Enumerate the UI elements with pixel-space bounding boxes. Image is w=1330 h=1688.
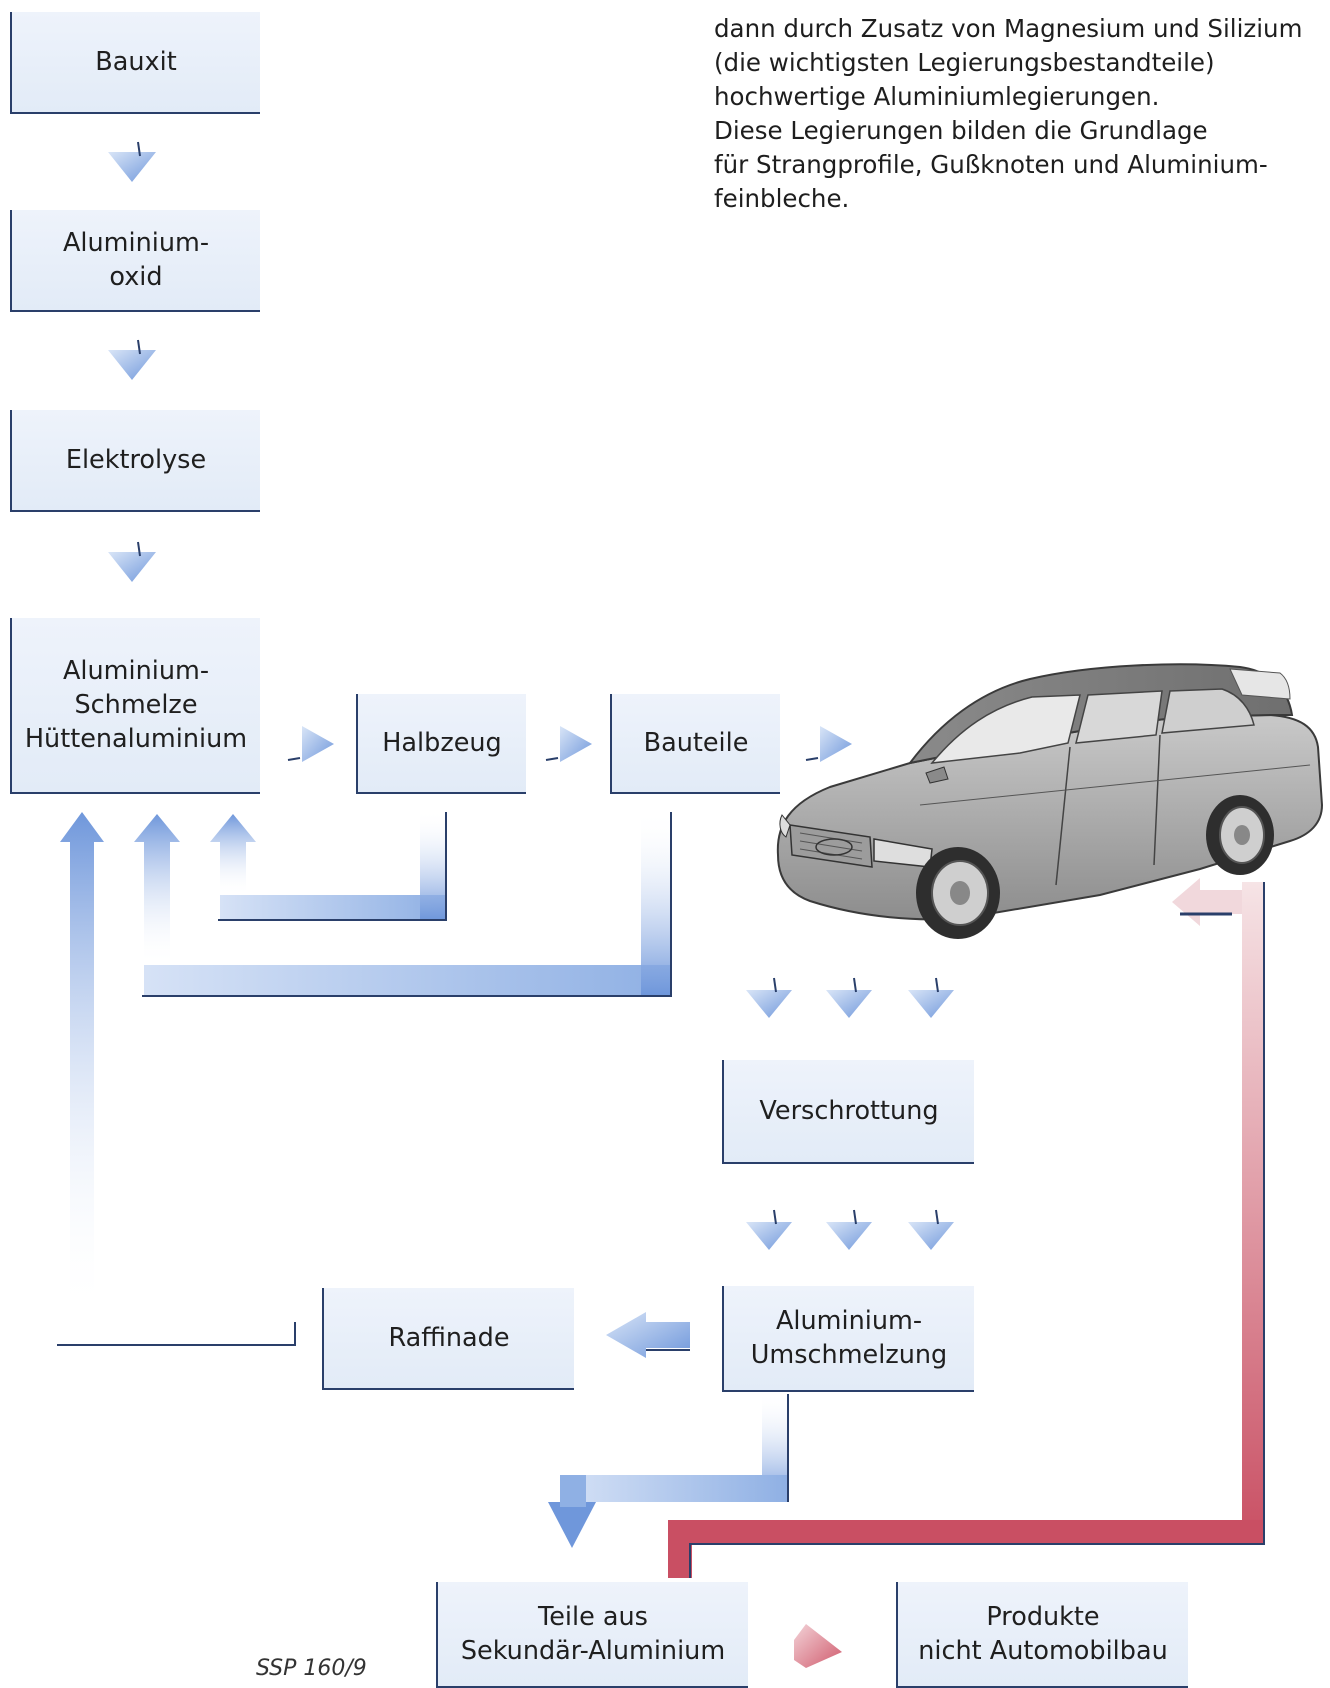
red-return-arrow [668,878,1265,1578]
node-teile-sekundaer: Teile aus Sekundär-Aluminium [436,1582,748,1688]
right-arrow-red [794,1624,842,1668]
down-arrow [108,541,156,582]
left-arrow [606,1312,690,1358]
node-bauxit: Bauxit [10,12,260,114]
down-arrow-group [746,977,954,1018]
raffinade-return-arrow [57,812,296,1346]
bauteile-return-loop [134,810,672,997]
intro-paragraph: dann durch Zusatz von Magnesium und Sili… [714,14,1303,213]
figure-caption: SSP 160/9 [256,1656,367,1681]
right-arrow [545,726,592,762]
node-halbzeug: Halbzeug [356,694,526,794]
node-aluminiumoxid: Aluminium- oxid [10,210,260,312]
node-raffinade: Raffinade [322,1288,574,1390]
node-elektrolyse: Elektrolyse [10,410,260,512]
down-arrow [108,339,156,380]
down-arrow [108,141,156,182]
secondary-route-arrow [548,1392,789,1548]
right-arrow [287,726,334,762]
node-umschmelzung: Aluminium- Umschmelzung [722,1286,974,1392]
right-arrow [805,726,852,762]
halbzeug-return-loop [210,810,447,921]
node-produkte: Produkte nicht Automobilbau [896,1582,1188,1688]
car-illustration [776,663,1324,939]
node-verschrottung: Verschrottung [722,1060,974,1164]
node-bauteile: Bauteile [610,694,780,794]
node-aluminium-schmelze: Aluminium- Schmelze Hüttenaluminium [10,618,260,794]
down-arrow-group [746,1209,954,1250]
